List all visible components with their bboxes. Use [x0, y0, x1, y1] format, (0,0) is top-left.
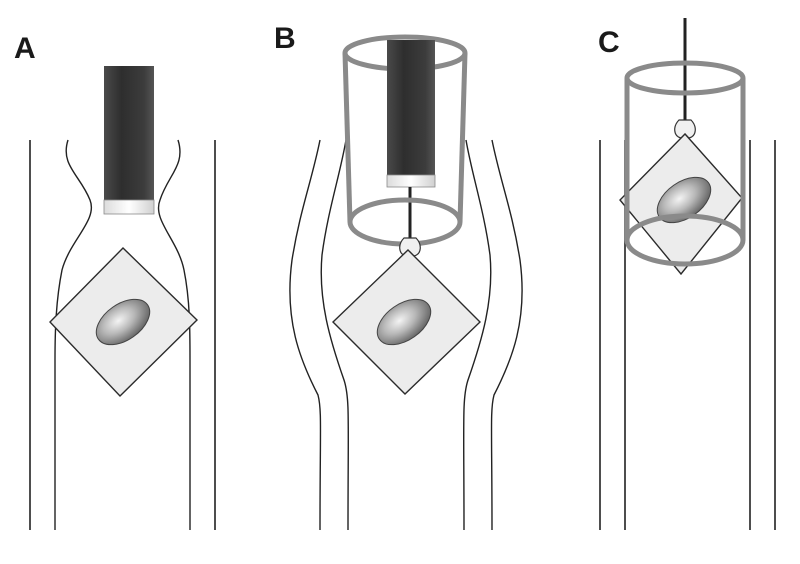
panel-c: C [598, 18, 776, 530]
probe-tip [103, 199, 155, 215]
panel-label-c: C [598, 26, 620, 59]
cell [376, 298, 432, 346]
tube-side-left [342, 52, 353, 223]
tissue-contour-right [462, 139, 492, 531]
probe-tip [386, 174, 436, 188]
panel-label-b: B [274, 22, 296, 55]
panel-label-a: A [14, 32, 36, 65]
vessel-wall-left [289, 139, 322, 531]
panel-a: A [14, 32, 216, 530]
tube-side-right [457, 52, 468, 223]
tissue-contour-left [320, 139, 350, 531]
probe-shaft [387, 40, 435, 175]
vessel-wall-right [490, 139, 523, 531]
cell [95, 298, 151, 346]
probe-shaft [104, 66, 154, 200]
panel-b: B [274, 22, 523, 531]
tube-bottom-rim [624, 213, 746, 267]
